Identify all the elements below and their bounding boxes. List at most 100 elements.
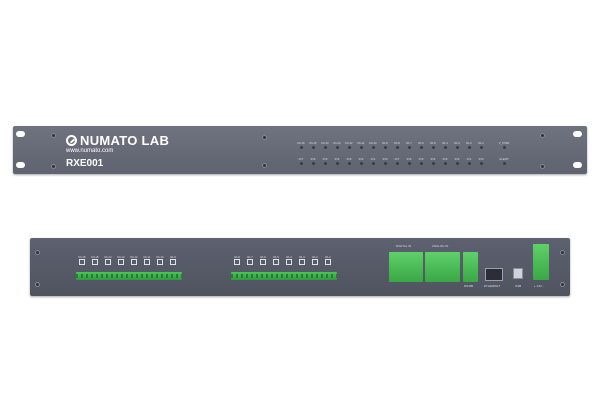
led-cell: IO4 [331, 157, 343, 165]
led-label: IO7 [298, 157, 304, 161]
relay-slot: RL11 [143, 255, 151, 265]
led-cell: RL15 [307, 141, 319, 149]
led-cell: RL8 [391, 141, 403, 149]
relay-slot: RL8 [233, 255, 241, 265]
screw [262, 135, 267, 140]
led-label: IO0 [478, 157, 484, 161]
relay-slot: RL9 [169, 255, 177, 265]
led-label: IO4 [334, 157, 340, 161]
rack-ear-hole-left-top [16, 131, 25, 137]
led [323, 146, 327, 149]
relay-label: RL9 [170, 255, 176, 259]
led [502, 162, 506, 165]
led-cell: RL5 [427, 141, 439, 149]
screw [540, 164, 545, 169]
led-cell: IO7 [391, 157, 403, 165]
relay-label-row-left: RL16 RL15 RL14 RL13 RL12 RL11 RL10 RL9 [78, 255, 177, 265]
power-label: + 24V - [534, 284, 544, 288]
led [479, 146, 483, 149]
led [371, 146, 375, 149]
relay-label: RL14 [104, 255, 112, 259]
led-cell: IO5 [415, 157, 427, 165]
relay-label: RL1 [325, 255, 331, 259]
relay-label: RL10 [156, 255, 164, 259]
led-label: IO1 [370, 157, 376, 161]
led [443, 146, 447, 149]
front-panel [13, 126, 587, 174]
relay-indicator [131, 259, 137, 265]
relay-slot: RL1 [324, 255, 332, 265]
relay-label: RL6 [260, 255, 266, 259]
led-cell: RL16 [295, 141, 307, 149]
led-cell: IO0 [379, 157, 391, 165]
led-label: IO3 [346, 157, 352, 161]
led-label: IO2 [454, 157, 460, 161]
led [371, 162, 375, 165]
led-cell: RL13 [331, 141, 343, 149]
led [419, 146, 423, 149]
led [479, 162, 483, 165]
led-label: RL10 [369, 141, 377, 145]
relay-indicator [157, 259, 163, 265]
relay-slot: RL4 [285, 255, 293, 265]
led-cell: IO1 [367, 157, 379, 165]
analog-in-terminal [425, 252, 460, 282]
relay-label: RL8 [234, 255, 240, 259]
alert-led-label: ALERT [499, 157, 509, 161]
led-cell: RL6 [415, 141, 427, 149]
led [383, 146, 387, 149]
relay-indicator [144, 259, 150, 265]
led-label: RL1 [478, 141, 484, 145]
relay-slot: RL12 [130, 255, 138, 265]
led-cell: IO3 [343, 157, 355, 165]
relay-indicator [118, 259, 124, 265]
led-label: IO6 [406, 157, 412, 161]
usb-port [513, 268, 523, 279]
rack-ear-hole-left-bottom [16, 162, 25, 168]
led-cell: RL3 [451, 141, 463, 149]
led [467, 162, 471, 165]
alert-led: ALERT [498, 157, 510, 165]
relay-indicator [105, 259, 111, 265]
brand-logo: NUMATO LAB [66, 134, 169, 147]
led-cell: RL12 [343, 141, 355, 149]
led-label: RL4 [442, 141, 448, 145]
led [467, 146, 471, 149]
relay-label: RL13 [117, 255, 125, 259]
ethernet-port [485, 268, 503, 281]
led-cell: IO4 [427, 157, 439, 165]
analog-in-label: ANALOG IN [432, 244, 449, 248]
led-label: RL14 [321, 141, 329, 145]
screw [560, 282, 565, 287]
relay-label: RL15 [91, 255, 99, 259]
led-cell: RL7 [403, 141, 415, 149]
led-cell: IO5 [319, 157, 331, 165]
led-cell: IO6 [403, 157, 415, 165]
relay-indicator [92, 259, 98, 265]
screw [51, 164, 56, 169]
relay-label: RL7 [247, 255, 253, 259]
led-cell: IO1 [463, 157, 475, 165]
led-cell: IO7 [295, 157, 307, 165]
led [311, 146, 315, 149]
led-label: IO4 [430, 157, 436, 161]
led-cell: RL2 [463, 141, 475, 149]
relay-slot: RL6 [259, 255, 267, 265]
led-label: RL9 [382, 141, 388, 145]
led-label: IO5 [418, 157, 424, 161]
led-cell: IO2 [355, 157, 367, 165]
led [347, 146, 351, 149]
screw [262, 163, 267, 168]
relay-slot: RL14 [104, 255, 112, 265]
led [299, 146, 303, 149]
relay-indicator [79, 259, 85, 265]
led [419, 162, 423, 165]
rack-ear-hole-right-top [573, 131, 582, 137]
led [335, 162, 339, 165]
relay-slot: RL16 [78, 255, 86, 265]
brand-block: NUMATO LAB www.numato.com RXE001 [66, 134, 169, 169]
brand-name: NUMATO LAB [80, 133, 170, 148]
led [431, 162, 435, 165]
led-cell: IO2 [451, 157, 463, 165]
ethernet-label: ETHERNET [484, 284, 501, 288]
